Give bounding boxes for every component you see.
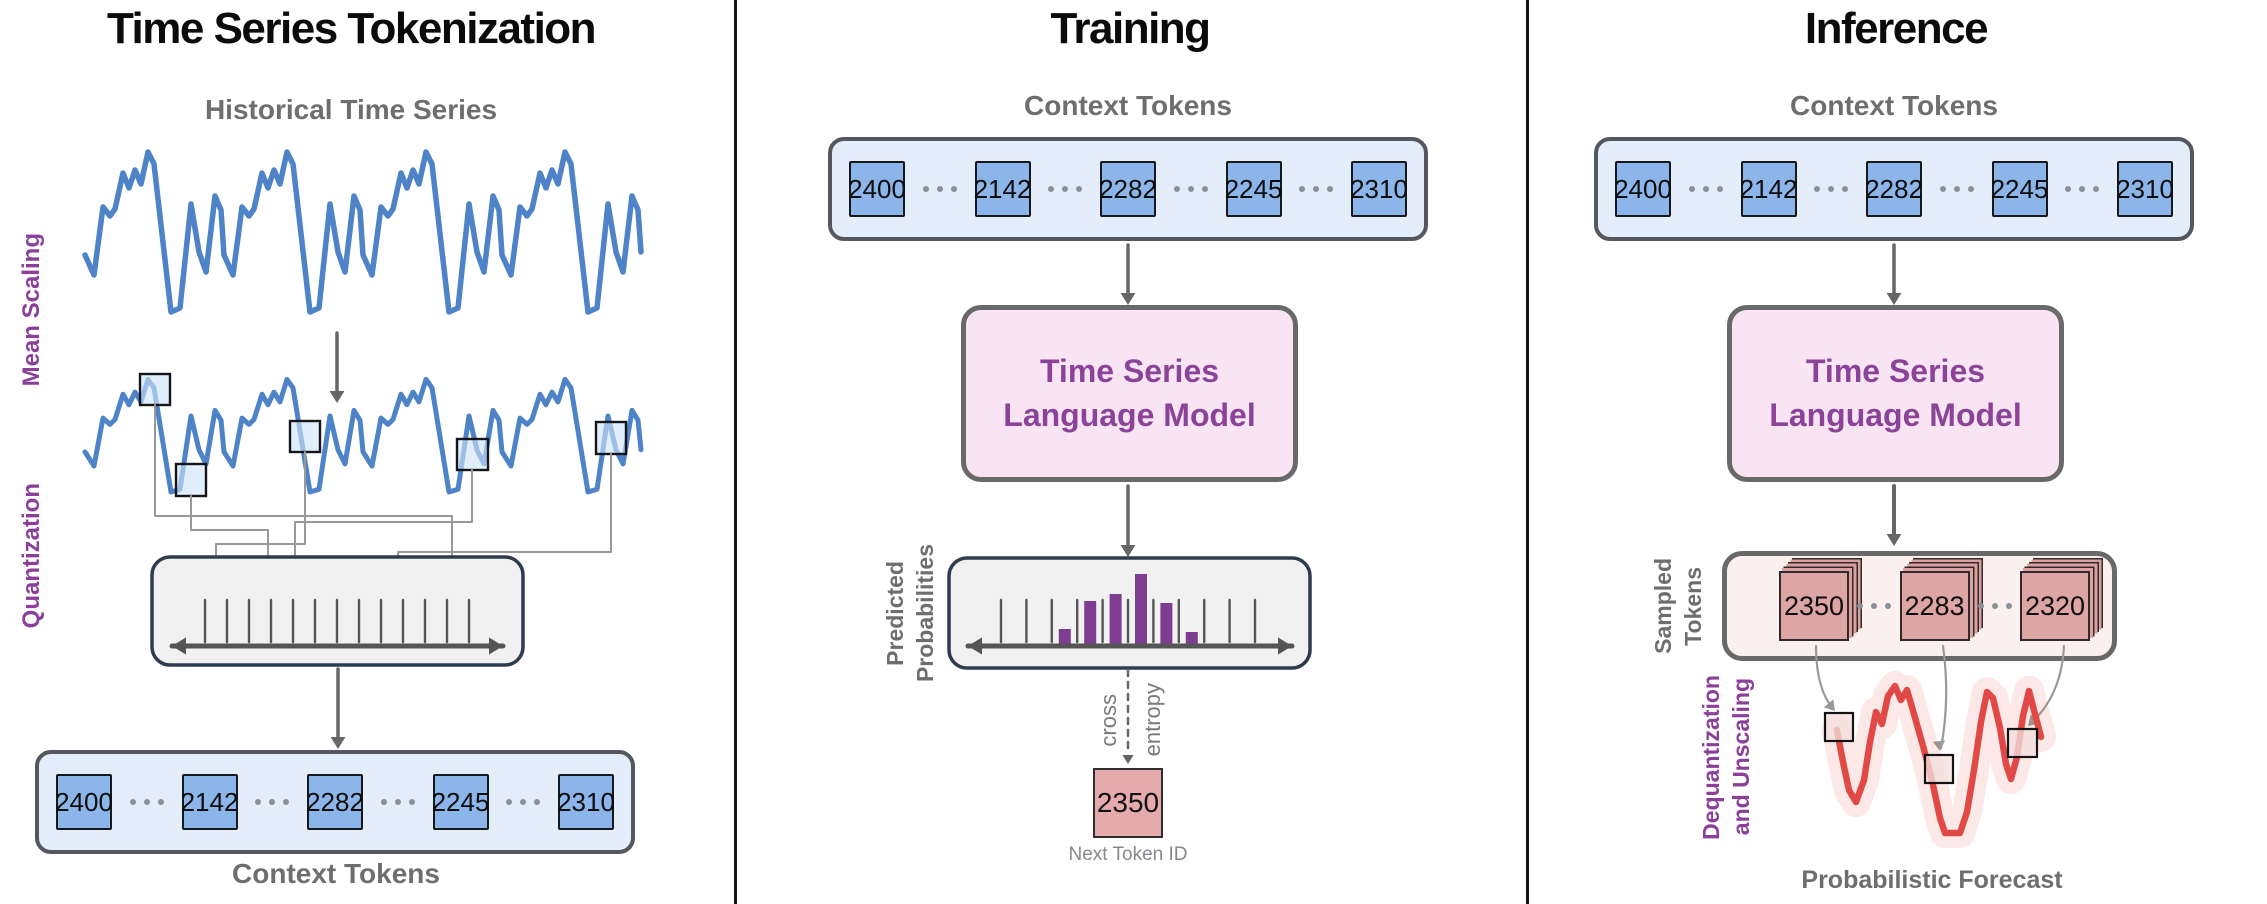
sample-highlight-box (288, 419, 322, 454)
model-name-line: Time Series (1805, 353, 1986, 390)
historical-series-label: Historical Time Series (204, 94, 498, 125)
time-series-language-model-box: Time Series Language Model (1727, 305, 2064, 482)
mean-scaling-label: Mean Scaling (18, 233, 45, 387)
token: 2142 (974, 161, 1031, 217)
probability-bar (1058, 629, 1071, 644)
context-tokens-box: 2400 2142 2282 2245 2310 (828, 137, 1428, 241)
sample-highlight-box (174, 462, 208, 498)
token-row: 2400 2142 2282 2245 2310 (1598, 161, 2190, 217)
ellipsis-icon (1048, 186, 1083, 192)
predicted-probabilities-label: Predicted Probabilities (882, 543, 938, 683)
page-title-tokenization: Time Series Tokenization (106, 4, 597, 53)
dequantized-point-box (1823, 711, 1855, 743)
token: 2245 (1225, 161, 1282, 217)
sampled-token: 2320 (2020, 571, 2090, 641)
sampled-token: 2283 (1899, 571, 1970, 641)
dequantization-label: Dequantization and Unscaling (1698, 674, 1754, 840)
ellipsis-icon (1173, 186, 1208, 192)
forecast-confidence-band (1822, 671, 2056, 848)
token: 2310 (557, 774, 615, 830)
token: 2282 (306, 774, 364, 830)
panel-divider (734, 0, 737, 904)
model-name-line: Time Series (1039, 353, 1220, 390)
ellipsis-icon (1857, 603, 1892, 609)
model-name-line: Language Model (1769, 396, 2022, 433)
token: 2400 (848, 161, 906, 217)
time-series-language-model-box: Time Series Language Model (961, 305, 1298, 482)
sample-highlight-box (455, 437, 490, 472)
dequantized-point-box (1923, 753, 1955, 785)
ellipsis-icon (1939, 186, 1974, 192)
next-token-id-box: 2350 (1093, 768, 1163, 838)
ellipsis-icon (1688, 186, 1723, 192)
probability-bar (1135, 574, 1147, 644)
sampled-tokens-box: 2350 2283 2320 (1722, 551, 2117, 661)
quantization-box (150, 555, 525, 667)
ellipsis-icon (255, 799, 290, 805)
context-tokens-box: 2400 2142 2282 2245 2310 (35, 750, 635, 854)
sampled-token-row: 2350 2283 2320 (1727, 571, 2112, 641)
probabilistic-forecast-caption: Probabilistic Forecast (1801, 866, 2063, 894)
model-name-line: Language Model (1003, 396, 1256, 433)
cross-entropy-label: cross entropy (1096, 683, 1165, 757)
token: 2400 (55, 774, 113, 830)
page-title-training: Training (1050, 4, 1211, 53)
context-tokens-label: Context Tokens (1024, 90, 1232, 121)
token: 2400 (1614, 161, 1672, 217)
quantization-label: Quantization (18, 482, 45, 629)
next-token-id-caption: Next Token ID (1068, 844, 1188, 865)
ellipsis-icon (1299, 186, 1334, 192)
probability-bar (1084, 601, 1097, 644)
probability-bar (1160, 603, 1173, 644)
token: 2245 (1991, 161, 2048, 217)
token: 2282 (1865, 161, 1923, 217)
probability-bar (1109, 594, 1122, 644)
panel-divider (1526, 0, 1529, 904)
token-row: 2400 2142 2282 2245 2310 (832, 161, 1424, 217)
context-tokens-caption: Context Tokens (232, 858, 440, 889)
token: 2282 (1099, 161, 1157, 217)
sampled-tokens-label: Sampled Tokens (1650, 558, 1706, 654)
token-row: 2400 2142 2282 2245 2310 (39, 774, 631, 830)
sampled-token: 2350 (1779, 571, 1849, 641)
sample-highlight-box (138, 372, 172, 407)
ellipsis-icon (129, 799, 164, 805)
page-title-inference: Inference (1804, 4, 1989, 53)
ellipsis-icon (1977, 603, 2012, 609)
ellipsis-icon (2065, 186, 2100, 192)
ellipsis-icon (506, 799, 541, 805)
token: 2142 (181, 774, 238, 830)
historical-series-line (82, 149, 644, 315)
context-tokens-box: 2400 2142 2282 2245 2310 (1594, 137, 2194, 241)
sample-highlight-box (594, 420, 628, 456)
forecast-line (1833, 682, 2045, 837)
token: 2142 (1740, 161, 1797, 217)
scaled-series-line (82, 376, 644, 495)
token: 2310 (2116, 161, 2174, 217)
ellipsis-icon (922, 186, 957, 192)
dequantized-point-box (2006, 727, 2039, 759)
ellipsis-icon (380, 799, 415, 805)
ellipsis-icon (1814, 186, 1849, 192)
token: 2310 (1350, 161, 1408, 217)
context-tokens-label: Context Tokens (1790, 90, 1998, 121)
probability-bar (1185, 632, 1198, 644)
predicted-probabilities-box (947, 556, 1312, 670)
token: 2245 (432, 774, 489, 830)
